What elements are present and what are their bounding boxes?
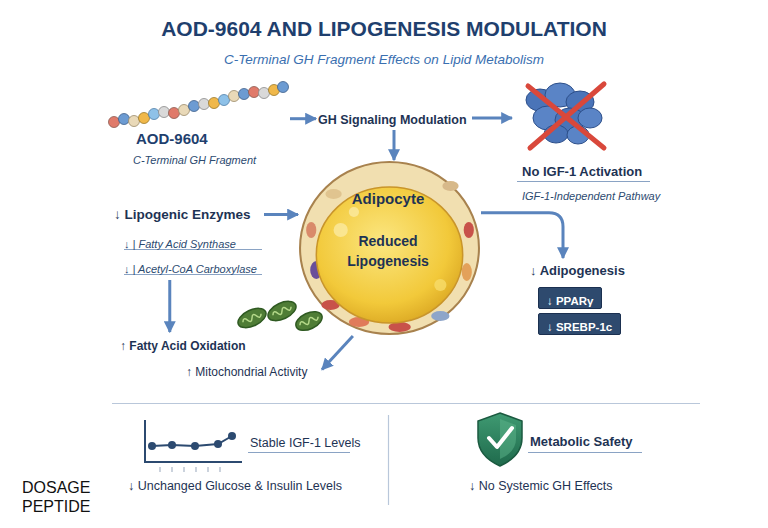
subtitle: C-Terminal GH Fragment Effects on Lipid …	[224, 52, 544, 68]
text-holder: IGF-1-Independent Pathway	[522, 186, 660, 204]
node-text: ↓ | Acetyl-CoA Carboxylase	[124, 263, 257, 276]
node-text: ↑ Mitochondrial Activity	[186, 365, 307, 379]
node-heading: Adipocyte	[352, 190, 425, 208]
shield-icon	[478, 413, 522, 466]
text-holder: AOD-9604	[136, 130, 208, 148]
text-holder: C-Terminal GH Fragment	[133, 150, 256, 168]
flow-arrow	[322, 336, 353, 370]
text-holder: ↑ Mitochondrial Activity	[186, 362, 307, 380]
node-text: ↓ No Systemic GH Effects	[469, 479, 613, 494]
flow-arrow	[393, 130, 396, 160]
text-holder: GH Signaling Modulation	[318, 110, 467, 128]
text-holder: AOD-9604 AND LIPOGENESIS MODULATION	[0, 16, 768, 41]
peptide-node: AOD-9604C-Terminal GH Fragment	[108, 80, 290, 166]
text-holder: Adipocyte	[298, 190, 478, 208]
text-holder: ↓ No Systemic GH Effects	[469, 476, 613, 494]
text-holder: Metabolic Safety	[530, 432, 633, 450]
text-holder: ↓ | Fatty Acid Synthase	[124, 234, 236, 252]
flow-arrow	[264, 213, 298, 216]
text-holder: ↑ Fatty Acid Oxidation	[120, 336, 246, 354]
node-text: IGF-1-Independent Pathway	[522, 190, 660, 203]
rule	[517, 181, 650, 182]
marker-box: ↓ SREBP-1c	[538, 313, 621, 335]
node-heading: ↓ PPARγ	[547, 295, 593, 309]
node-heading: Metabolic Safety	[530, 434, 633, 450]
rule	[528, 452, 642, 453]
node-heading: Stable IGF-1 Levels	[250, 436, 360, 451]
rule	[248, 452, 350, 453]
node-text: ↓ Unchanged Glucose & Insulin Levels	[128, 479, 342, 494]
flow-arrow	[481, 213, 563, 258]
text-holder: C-Terminal GH Fragment Effects on Lipid …	[0, 50, 768, 68]
watermark: PEPTIDE	[22, 498, 90, 516]
node-text: ↓ | Fatty Acid Synthase	[124, 238, 236, 251]
text-holder: Stable IGF-1 Levels	[250, 433, 360, 451]
adipocyte-cell: AdipocyteReduced Lipogenesis	[298, 160, 481, 336]
node-text: C-Terminal GH Fragment	[133, 154, 256, 167]
text-holder: ↓ Unchanged Glucose & Insulin Levels	[128, 476, 342, 494]
node-heading: ↓ Lipogenic Enzymes	[114, 207, 251, 223]
title: AOD-9604 AND LIPOGENESIS MODULATION	[161, 16, 607, 41]
text-holder: ↓ PPARγ	[547, 291, 593, 309]
text-holder: ↓ Adipogenesis	[530, 261, 625, 279]
node-text: Reduced Lipogenesis	[328, 232, 448, 271]
node-heading: AOD-9604	[136, 130, 208, 148]
node-heading: No IGF-1 Activation	[522, 164, 642, 180]
text-holder: ↓ | Acetyl-CoA Carboxylase	[124, 259, 257, 277]
text-holder: PEPTIDE	[22, 498, 90, 516]
text-holder: No IGF-1 Activation	[522, 162, 642, 180]
node-heading: GH Signaling Modulation	[318, 113, 467, 128]
enzyme-group: ↓ Lipogenic Enzymes ↓ | Fatty Acid Syntha…	[112, 203, 264, 280]
node-heading: ↑ Fatty Acid Oxidation	[120, 339, 246, 353]
text-holder: Reduced Lipogenesis	[328, 232, 448, 271]
marker-box: ↓ PPARγ	[538, 287, 602, 309]
text-holder: ↓ SREBP-1c	[547, 317, 612, 335]
summary-panel: Stable IGF-1 Levels ↓ Unchanged Glucose &…	[125, 412, 380, 498]
node-heading: ↓ SREBP-1c	[547, 321, 612, 335]
divider	[112, 403, 700, 404]
flow-arrow	[472, 117, 512, 120]
watermark: DOSAGE	[22, 479, 90, 497]
text-holder: ↓ Lipogenic Enzymes	[114, 205, 251, 223]
crossed-molecule	[526, 83, 604, 148]
process-label: GH Signaling Modulation	[316, 106, 472, 130]
flow-arrow	[168, 280, 171, 332]
flow-arrow	[290, 117, 316, 120]
text-holder: DOSAGE	[22, 479, 90, 497]
divider	[388, 415, 389, 505]
adipogenesis-node: ↓ Adipogenesis	[528, 258, 628, 280]
chart-icon	[145, 420, 242, 472]
peptide-chain	[109, 82, 289, 128]
mitochondria	[235, 297, 325, 334]
oxidation-node: ↑ Fatty Acid Oxidation ↑ Mitochondrial Ac…	[118, 332, 322, 382]
pathway-node: No IGF-1 ActivationIGF-1-Independent Pat…	[512, 80, 663, 204]
summary-panel: Metabolic Safety ↓ No Systemic GH Effects	[465, 410, 645, 498]
node-heading: ↓ Adipogenesis	[530, 263, 625, 279]
